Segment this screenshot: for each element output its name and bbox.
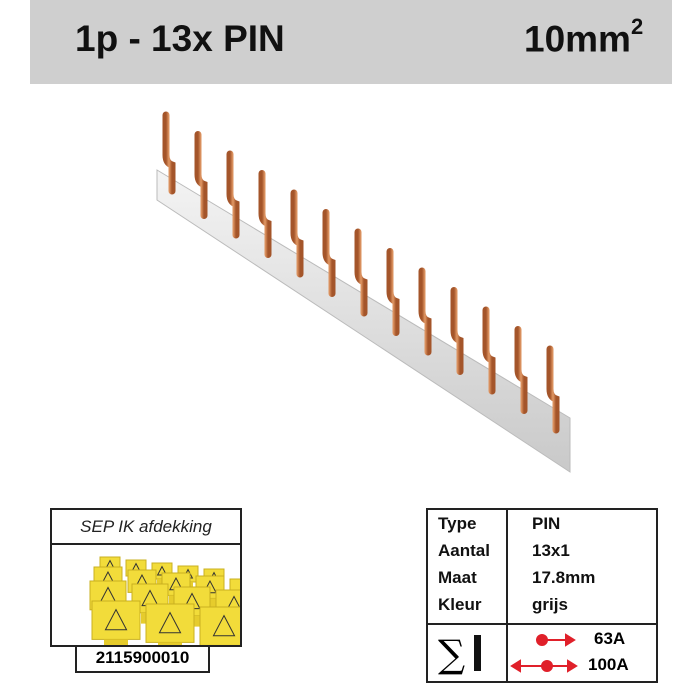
spec-label: Kleur xyxy=(438,595,482,614)
spec-value: 13x1 xyxy=(532,541,570,560)
divider xyxy=(428,623,656,625)
cover-title: SEP IK afdekking xyxy=(52,510,240,545)
pin xyxy=(162,111,176,195)
page-title: 1p - 13x PIN xyxy=(75,18,285,59)
cover-piece xyxy=(199,606,240,645)
pin xyxy=(386,248,400,336)
spec-value: PIN xyxy=(532,514,561,533)
spec-label: Maat xyxy=(438,568,477,587)
current-symbol xyxy=(474,635,481,671)
yellow-covers-image xyxy=(89,556,240,645)
cross-section-exponent: 2 xyxy=(630,14,644,39)
current-center-feed: 100A xyxy=(588,655,629,674)
header-band xyxy=(30,0,672,84)
spec-label: Type xyxy=(438,514,477,533)
pin xyxy=(322,209,336,297)
pin xyxy=(258,170,272,258)
cross-section-value: 10mm xyxy=(524,18,631,60)
pin xyxy=(418,267,432,356)
spec-label: Aantal xyxy=(438,541,490,560)
spec-table: Type PIN Aantal 13x1 Maat 17.8mm Kleur g… xyxy=(426,508,658,683)
pin xyxy=(354,228,368,317)
pin xyxy=(290,189,304,278)
sigma-symbol: ∑ xyxy=(438,632,466,676)
spec-value: 17.8mm xyxy=(532,568,596,587)
divider xyxy=(506,510,508,681)
current-end-feed: 63A xyxy=(594,629,626,648)
pin xyxy=(514,326,528,414)
pin xyxy=(450,287,464,375)
pin xyxy=(546,345,560,434)
pin xyxy=(194,131,208,219)
spec-value: grijs xyxy=(532,595,568,614)
pin xyxy=(482,306,496,395)
busbar-image xyxy=(156,111,571,473)
cover-panel: SEP IK afdekking xyxy=(50,508,242,647)
cover-article-code: 2115900010 xyxy=(75,645,210,673)
cross-section: 10mm2 xyxy=(524,14,643,60)
arrow-icons xyxy=(510,633,578,673)
center-feed-arrow-icon xyxy=(510,659,578,673)
pin xyxy=(226,150,240,239)
cover-piece xyxy=(91,600,141,645)
cover-piece xyxy=(145,603,195,645)
end-feed-arrow-icon xyxy=(536,633,576,647)
busbar-body xyxy=(156,169,571,473)
